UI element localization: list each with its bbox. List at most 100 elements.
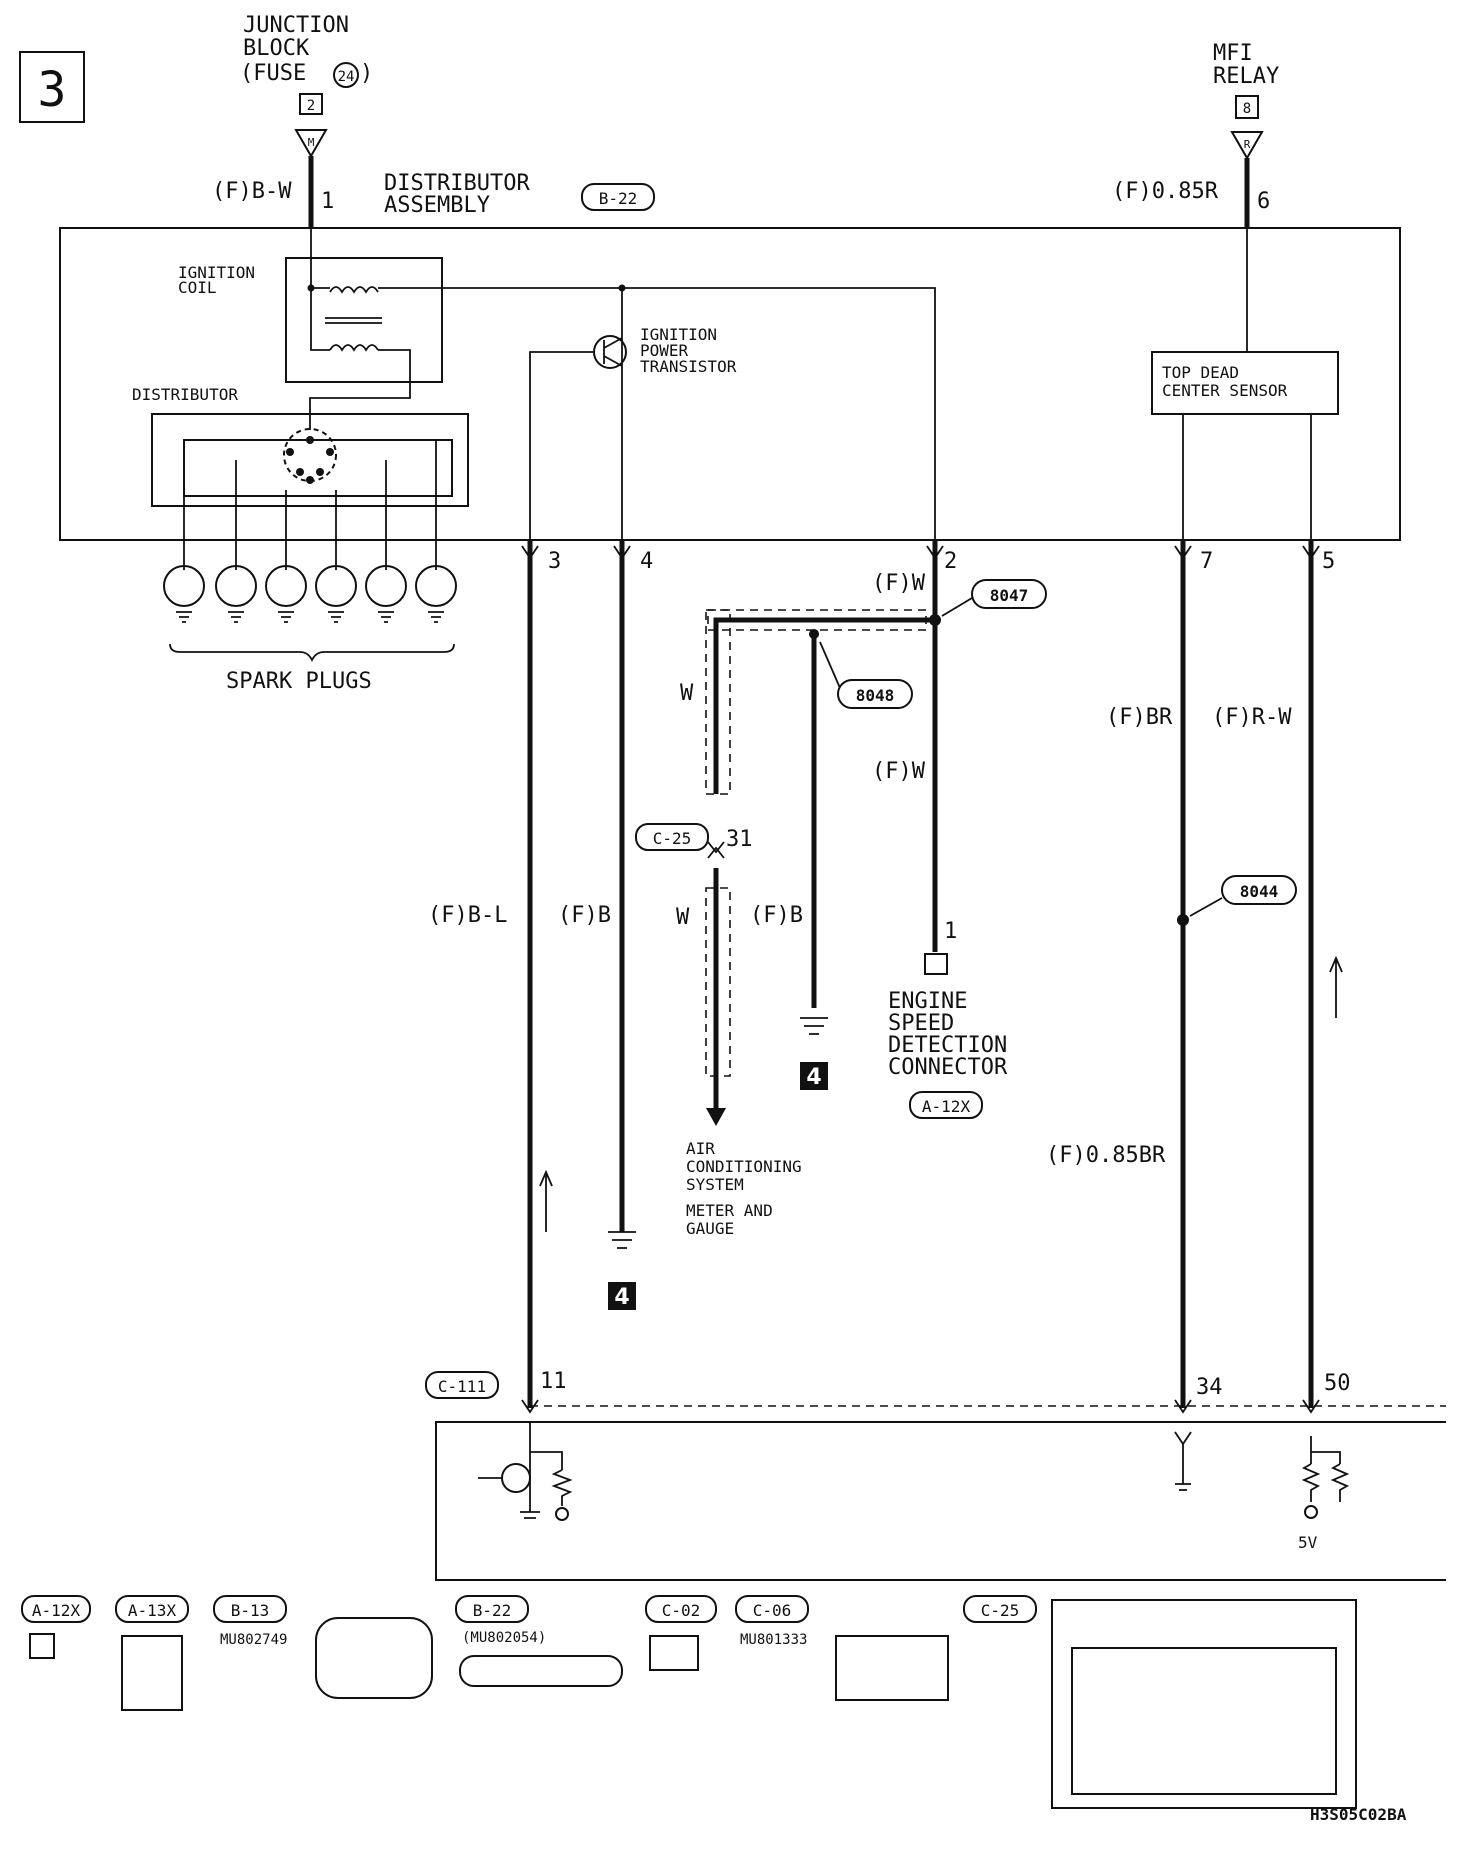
resistor-icon-1 (551, 1469, 573, 1506)
engine-speed-line3: DETECTION (888, 1033, 1007, 1058)
splice-8047-leader (941, 597, 973, 617)
splice-8044-leader (1189, 897, 1223, 917)
page-number: 3 (38, 62, 67, 118)
wire-label-fw-top: (F)W (872, 571, 926, 596)
wire-label-frw: (F)R-W (1212, 705, 1292, 730)
ground-ref-2: 4 (806, 1065, 821, 1090)
connector-a12x-tag (909, 1091, 983, 1119)
ecu-node-icon (555, 1507, 569, 1521)
shield-dash-lower (705, 887, 731, 1077)
wire-label-w-upper: W (680, 681, 694, 706)
pin-7: 7 (1200, 549, 1213, 574)
legend-b13-shape (315, 1617, 433, 1699)
dest-ac-line1: AIR (686, 1139, 715, 1158)
mfi-plug-letter: R (1244, 138, 1251, 151)
pin-34: 34 (1196, 1375, 1223, 1400)
current-arrow-icon-2 (539, 1169, 553, 1232)
rotor-contact-2 (326, 448, 334, 456)
pin-31: 31 (726, 827, 753, 852)
pin-1b: 1 (944, 919, 957, 944)
splice-8048-tag (837, 679, 913, 709)
connector-legend: A-12X A-13X B-13 MU802749 B-22 (MU802054… (21, 1595, 1357, 1809)
spark-plug-1 (163, 565, 205, 607)
legend-c25: C-25 (981, 1601, 1020, 1620)
legend-c02: C-02 (662, 1601, 701, 1620)
rotor-contact-3 (296, 468, 304, 476)
connector-c111-label: C-111 (438, 1377, 486, 1396)
splice-8044-tag (1221, 875, 1297, 905)
spark-plugs: SPARK PLUGS (163, 440, 457, 694)
legend-c06-shape (835, 1635, 949, 1701)
distributor-inner-box (183, 439, 453, 497)
rotor-contact-4 (316, 468, 324, 476)
ground-ref-box-1 (608, 1282, 636, 1310)
arrow-down-icon (706, 1108, 726, 1126)
ecu-box (435, 1421, 1446, 1581)
voltage-5v: 5V (1298, 1533, 1318, 1552)
spark-plug-3 (265, 565, 307, 607)
transistor-collector (603, 337, 623, 349)
splice-8047-tag (971, 579, 1047, 609)
distributor-assembly-line1: DISTRIBUTOR (384, 171, 530, 196)
connector-b22-tag (581, 183, 655, 211)
legend-a13x-shape (121, 1635, 183, 1711)
mfi-pin: 8 (1243, 101, 1251, 117)
engine-speed-connector-box (924, 953, 948, 975)
connector-b22-label: B-22 (599, 189, 638, 208)
wire-label-f085br: (F)0.85BR (1046, 1143, 1166, 1168)
coil-feed-2 (310, 288, 330, 351)
pin-50: 50 (1324, 1371, 1351, 1396)
spark-plug-grounds (176, 611, 444, 623)
power-transistor-line1: IGNITION (640, 325, 717, 344)
connector-c25-label: C-25 (653, 829, 692, 848)
legend-c06-part: MU801333 (740, 1632, 807, 1648)
spark-plug-5 (365, 565, 407, 607)
distributor-assembly-box (59, 227, 1401, 541)
power-transistor-line2: POWER (640, 341, 689, 360)
spark-plug-6 (415, 565, 457, 607)
ignition-coil-box (285, 257, 443, 383)
wire-label-fbw: (F)B-W (212, 179, 292, 204)
wire-label-f085r: (F)0.85R (1112, 179, 1219, 204)
dest-ac-line3: SYSTEM (686, 1175, 744, 1194)
pin-4: 4 (640, 549, 653, 574)
mfi-relay-line1: MFI (1213, 41, 1253, 66)
spark-plugs-label: SPARK PLUGS (226, 669, 372, 694)
junction-plug-icon (294, 129, 328, 159)
rotor-contact-5 (306, 436, 314, 444)
spark-plug-4 (315, 565, 357, 607)
pin-2: 2 (944, 549, 957, 574)
transistor-to-pin3 (529, 351, 594, 540)
transistor-emitter (603, 355, 623, 367)
ground-icon-2 (800, 1017, 828, 1035)
footer-code: H3S05C02BA (1310, 1805, 1407, 1824)
splice-8047: 8047 (990, 586, 1029, 605)
vref-node-icon (1304, 1505, 1318, 1519)
resistor-icon-2 (1301, 1463, 1321, 1502)
legend-a13x: A-13X (128, 1601, 177, 1620)
ecu-pullup (530, 1451, 563, 1470)
wire-w-branch (713, 617, 935, 794)
connector-c111-tag (425, 1371, 499, 1399)
splice-8048: 8048 (856, 686, 895, 705)
legend-a12x-shape (29, 1633, 55, 1659)
mfi-relay-line2: RELAY (1213, 64, 1279, 89)
wire-label-fbl: (F)B-L (428, 903, 507, 928)
splice-8044-node (1177, 914, 1189, 926)
tdc-sensor-line2: CENTER SENSOR (1162, 381, 1288, 400)
wire-label-w-lower: W (676, 905, 690, 930)
ecu-50-branch (1311, 1451, 1341, 1464)
ignition-coil-line2: COIL (178, 278, 217, 297)
legend-b13-part: MU802749 (220, 1632, 287, 1648)
junction-block-line3: (FUSE (240, 61, 306, 86)
junction-block-line1: JUNCTION (243, 13, 349, 38)
distributor-assembly-line2: ASSEMBLY (384, 193, 490, 218)
ignition-coil-line1: IGNITION (178, 263, 255, 282)
shield-dash-left (705, 609, 731, 795)
ecu-ground-icon-1 (520, 1511, 540, 1519)
mfi-relay: MFI RELAY 8 R (1213, 41, 1279, 161)
engine-speed-line1: ENGINE (888, 989, 967, 1014)
pin-6: 6 (1257, 189, 1270, 214)
rotor-contact-6 (306, 476, 314, 484)
distributor-label: DISTRIBUTOR (132, 385, 238, 404)
